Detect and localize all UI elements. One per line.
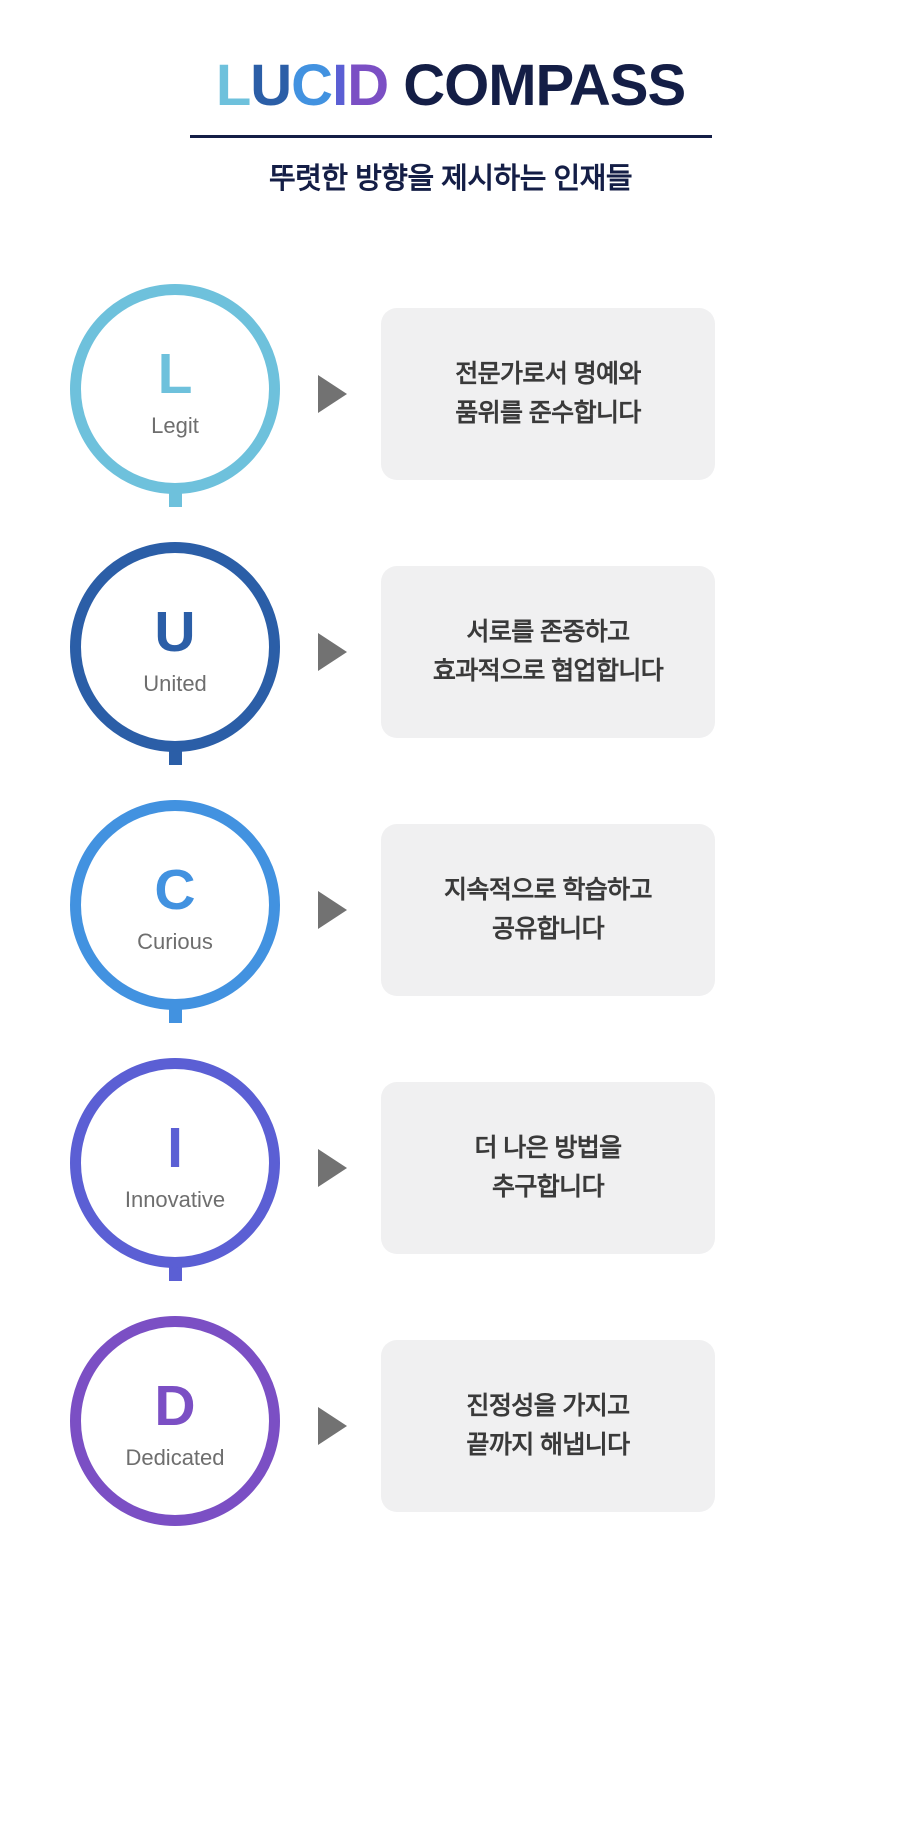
brand-part-6: COMPASS <box>403 53 686 118</box>
arrow-right-icon <box>318 1406 347 1445</box>
message-line: 효과적으로 협업합니다 <box>432 656 664 685</box>
title-divider <box>189 134 712 138</box>
header: LUCID COMPASS 뚜렷한 방향을 제시하는 인재들 <box>0 0 901 197</box>
circle-word: Legit <box>151 413 199 439</box>
message-line: 지속적으로 학습하고 <box>444 876 653 905</box>
value-circle-u[interactable]: U United <box>70 541 280 752</box>
circle-ring: C Curious <box>70 799 280 1010</box>
brand-part-1: U <box>250 53 292 118</box>
arrow-right-icon <box>318 632 347 671</box>
brand-part-2: C <box>291 53 333 118</box>
brand-part-5 <box>388 53 403 118</box>
circle-ring: L Legit <box>70 283 280 494</box>
circle-word: United <box>143 671 207 697</box>
message-line: 서로를 존중하고 <box>466 618 630 647</box>
brand-part-3: I <box>332 53 348 118</box>
circle-ring: D Dedicated <box>70 1315 280 1526</box>
arrow-right-icon <box>318 1148 347 1187</box>
message-line: 끝까지 해냅니다 <box>466 1430 630 1459</box>
message-line: 전문가로서 명예와 <box>455 360 641 389</box>
circle-letter: D <box>154 1374 196 1439</box>
circle-ring: I Innovative <box>70 1057 280 1268</box>
brand-part-0: L <box>215 53 251 118</box>
value-circle-l[interactable]: L Legit <box>70 283 280 494</box>
message-line: 공유합니다 <box>491 914 605 943</box>
circle-letter: U <box>154 600 196 665</box>
message-line: 품위를 준수합니다 <box>455 398 641 427</box>
circle-word: Curious <box>137 929 213 955</box>
circle-ring: U United <box>70 541 280 752</box>
arrow-right-icon <box>318 890 347 929</box>
circle-letter: I <box>167 1116 183 1181</box>
subtitle: 뚜렷한 방향을 제시하는 인재들 <box>268 162 633 195</box>
circle-word: Dedicated <box>125 1445 225 1471</box>
value-circle-i[interactable]: I Innovative <box>70 1057 280 1268</box>
message-line: 추구합니다 <box>491 1172 605 1201</box>
message-line: 더 나은 방법을 <box>474 1134 622 1163</box>
circle-word: Innovative <box>124 1187 226 1213</box>
arrow-right-icon <box>318 374 347 413</box>
brand-part-4: D <box>347 53 389 118</box>
circle-letter: L <box>157 342 193 407</box>
circle-letter: C <box>154 858 196 923</box>
message-line: 진정성을 가지고 <box>466 1392 630 1421</box>
brand-title: LUCID COMPASS <box>0 53 901 118</box>
value-circle-c[interactable]: C Curious <box>70 799 280 1010</box>
value-circle-d[interactable]: D Dedicated <box>70 1315 280 1526</box>
